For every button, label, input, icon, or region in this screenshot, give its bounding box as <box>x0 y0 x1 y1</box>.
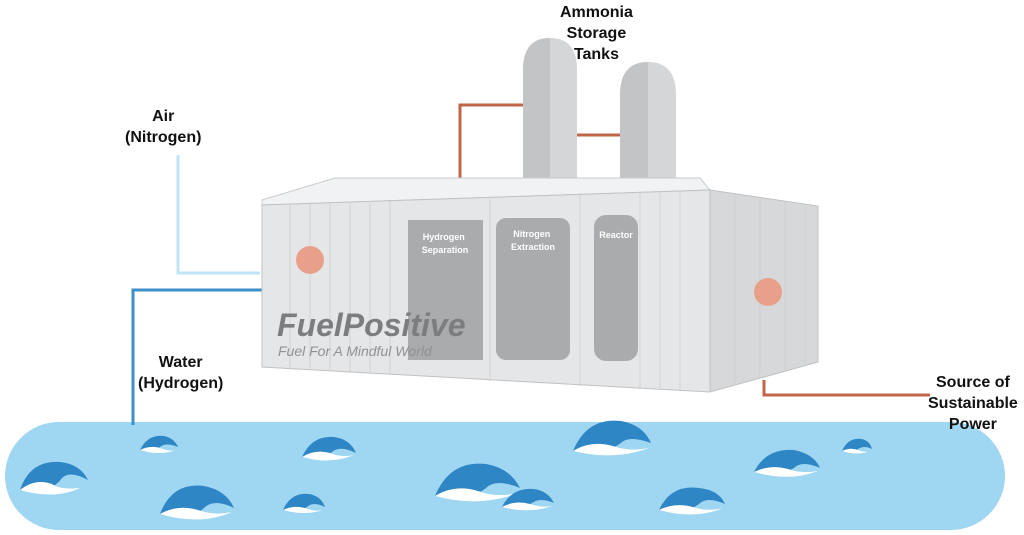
air-label: Air (Nitrogen) <box>125 108 202 146</box>
tank-pipe <box>458 103 525 190</box>
nitrogen-extraction-panel <box>496 218 570 360</box>
wave <box>502 488 554 511</box>
wave <box>283 493 325 513</box>
panel-label: Reactor <box>599 230 633 240</box>
water-label: Water (Hydrogen) <box>138 354 224 392</box>
wave <box>659 487 725 515</box>
panel-label: Nitrogen Extraction <box>511 229 555 252</box>
wave <box>160 485 234 520</box>
reactor-panel <box>594 215 638 361</box>
wave <box>435 463 520 502</box>
water-line <box>131 288 262 425</box>
ammonia-label: Ammonia Storage Tanks <box>560 4 633 63</box>
wave <box>302 436 356 461</box>
wave <box>754 449 820 477</box>
air-line <box>176 155 260 275</box>
panel-label: Hydrogen Separation <box>422 232 469 255</box>
power-line <box>762 380 930 397</box>
wave <box>573 420 651 456</box>
logo-tagline: Fuel For A Mindful World <box>278 343 433 359</box>
ammonia-storage-tanks <box>523 38 676 190</box>
wave <box>140 435 178 453</box>
wave <box>20 461 88 495</box>
logo-name: FuelPositive <box>277 307 466 343</box>
process-panels: Hydrogen Separation Nitrogen Extraction … <box>408 215 638 361</box>
wave <box>842 438 872 454</box>
waves <box>20 420 872 520</box>
hydrogen-separation-panel <box>408 220 483 360</box>
power-label: Source of Sustainable Power <box>928 374 1018 433</box>
